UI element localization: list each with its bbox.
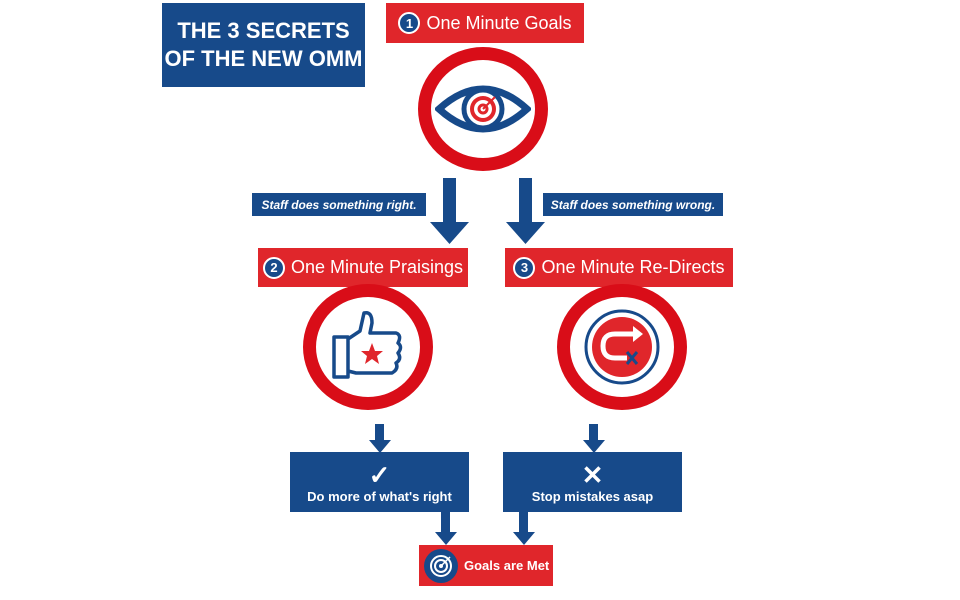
thumbs-up-star-icon [303, 284, 433, 410]
step-goals-header: 1 One Minute Goals [386, 3, 584, 43]
branch-label-right: Staff does something right. [252, 193, 426, 216]
title-line-2: OF THE NEW OMM [164, 46, 363, 71]
outcome-right-box: ✓ Do more of what's right [290, 452, 469, 512]
step-number-badge: 3 [513, 256, 536, 279]
step-number-badge: 2 [262, 256, 285, 279]
step-praisings-header: 2 One Minute Praisings [258, 248, 468, 287]
eye-target-icon [418, 47, 548, 171]
outcome-right-label: Do more of what's right [307, 488, 452, 504]
cross-icon: ✕ [581, 459, 604, 490]
arrow-down-to-right-outcome [369, 424, 391, 453]
step-redirects-header: 3 One Minute Re-Directs [505, 248, 733, 287]
redirect-icon [557, 284, 687, 410]
arrow-down-right-branch [430, 178, 469, 244]
checkmark-icon: ✓ [368, 459, 391, 490]
arrow-down-wrong-branch [506, 178, 545, 244]
step-goals-label: One Minute Goals [426, 12, 572, 33]
result-label: Goals are Met [464, 558, 550, 573]
arrow-down-to-wrong-outcome [583, 424, 605, 453]
result-goals-met: Goals are Met [419, 545, 553, 586]
step-praisings-label: One Minute Praisings [290, 257, 464, 277]
arrow-down-to-result-right [513, 512, 535, 545]
step-number-badge: 1 [398, 12, 421, 34]
target-icon [424, 548, 458, 583]
outcome-wrong-box: ✕ Stop mistakes asap [503, 452, 682, 512]
title-line-1: THE 3 SECRETS [177, 18, 350, 43]
step-redirects-label: One Minute Re-Directs [541, 257, 725, 277]
branch-label-wrong: Staff does something wrong. [543, 193, 723, 216]
diagram-title: THE 3 SECRETS OF THE NEW OMM [162, 3, 365, 87]
arrow-down-to-result-left [435, 512, 457, 545]
outcome-wrong-label: Stop mistakes asap [531, 488, 654, 504]
